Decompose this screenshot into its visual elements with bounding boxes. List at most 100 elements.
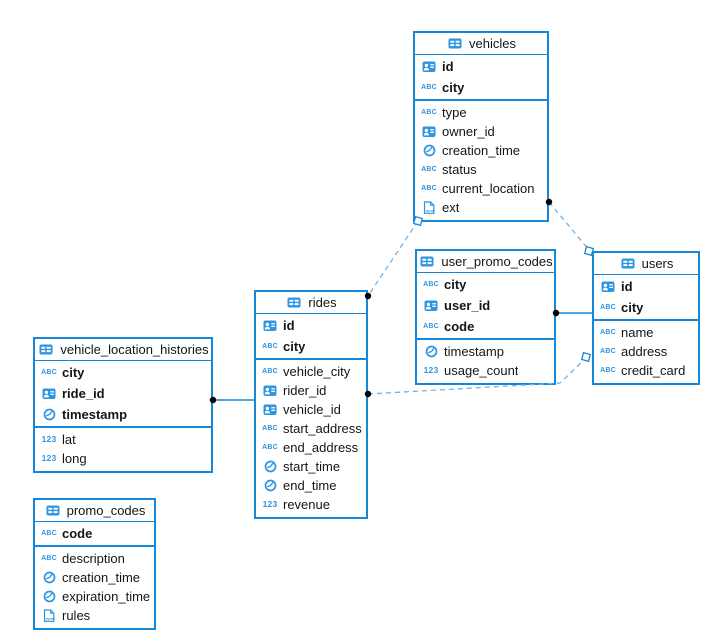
primary-key-section: ABC code [35,522,154,547]
primary-key-section: id ABC city [256,314,366,360]
column-name: code [62,526,93,541]
column-row[interactable]: ABC status [415,160,547,179]
table-header[interactable]: promo_codes [35,500,154,522]
column-name: creation_time [442,143,521,158]
column-row[interactable]: ABC city [35,362,211,383]
column-name: ext [442,200,460,215]
column-row[interactable]: ABC city [256,336,366,357]
table-title: user_promo_codes [441,254,553,269]
json-type-icon: JSON [40,609,58,623]
column-row[interactable]: ABC description [35,549,154,568]
column-row[interactable]: ABC city [415,77,547,98]
column-row[interactable]: ABC end_address [256,438,366,457]
column-row[interactable]: ride_id [35,383,211,404]
table-title: vehicle_location_histories [60,342,209,357]
column-row[interactable]: ABC code [35,523,154,544]
number-type-icon: 123 [423,365,439,376]
column-row[interactable]: end_time [256,476,366,495]
table-promo_codes[interactable]: promo_codes ABC code ABC description cre… [33,498,156,630]
text-type-icon: ABC [423,281,439,288]
column-name: city [283,339,306,354]
column-row[interactable]: id [415,56,547,77]
table-header[interactable]: users [594,253,698,275]
column-row[interactable]: user_id [417,295,554,316]
column-row[interactable]: 123 revenue [256,495,366,514]
column-row[interactable]: 123 lat [35,430,211,449]
number-type-icon: 123 [41,453,57,464]
text-type-icon: ABC [423,323,439,330]
id-type-icon [420,61,438,73]
table-icon [37,344,55,355]
column-row[interactable]: timestamp [417,342,554,361]
column-row[interactable]: ABC city [417,274,554,295]
table-vehicle_location_histories[interactable]: vehicle_location_histories ABC city ride… [33,337,213,473]
text-type-icon: ABC [600,329,616,336]
table-vehicles[interactable]: vehicles id ABC city ABC type owner_id c… [413,31,549,222]
table-title: promo_codes [66,503,146,518]
column-name: timestamp [62,407,128,422]
column-name: start_time [283,459,341,474]
column-row[interactable]: creation_time [415,141,547,160]
relation-vehicles-users [545,198,595,257]
time-type-icon [40,571,58,584]
table-header[interactable]: rides [256,292,366,314]
primary-key-section: id ABC city [415,55,547,101]
column-name: id [442,59,454,74]
table-user_promo_codes[interactable]: user_promo_codes ABC city user_id ABC co… [415,249,556,385]
table-rides[interactable]: rides id ABC city ABC vehicle_city rider… [254,290,368,519]
text-type-icon: ABC [262,425,278,432]
primary-key-section: id ABC city [594,275,698,321]
time-type-icon [40,408,58,421]
text-type-icon: ABC [421,185,437,192]
column-name: ride_id [62,386,105,401]
column-row[interactable]: ABC address [594,342,698,361]
column-name: city [621,300,644,315]
column-row[interactable]: creation_time [35,568,154,587]
column-row[interactable]: rider_id [256,381,366,400]
number-type-icon: 123 [262,499,278,510]
table-icon [44,505,62,516]
column-row[interactable]: ABC city [594,297,698,318]
column-name: name [621,325,654,340]
column-row[interactable]: owner_id [415,122,547,141]
column-name: code [444,319,475,334]
column-row[interactable]: timestamp [35,404,211,425]
id-type-icon [420,126,438,138]
column-name: revenue [283,497,330,512]
column-row[interactable]: ABC code [417,316,554,337]
column-row[interactable]: expiration_time [35,587,154,606]
column-row[interactable]: ABC type [415,103,547,122]
table-users[interactable]: users id ABC city ABC name ABC address A… [592,251,700,385]
column-row[interactable]: id [256,315,366,336]
table-icon [418,256,436,267]
column-name: address [621,344,668,359]
table-icon [446,38,464,49]
text-type-icon: ABC [421,84,437,91]
column-row[interactable]: ABC credit_card [594,361,698,380]
column-row[interactable]: JSON rules [35,606,154,625]
column-row[interactable]: JSON ext [415,198,547,217]
id-type-icon [261,404,279,416]
column-name: id [283,318,295,333]
column-name: credit_card [621,363,686,378]
table-header[interactable]: vehicles [415,33,547,55]
column-row[interactable]: vehicle_id [256,400,366,419]
column-row[interactable]: ABC current_location [415,179,547,198]
text-type-icon: ABC [600,348,616,355]
column-name: city [442,80,465,95]
column-row[interactable]: id [594,276,698,297]
column-row[interactable]: start_time [256,457,366,476]
column-row[interactable]: ABC vehicle_city [256,362,366,381]
column-name: owner_id [442,124,495,139]
column-row[interactable]: ABC start_address [256,419,366,438]
table-header[interactable]: user_promo_codes [417,251,554,273]
time-type-icon [40,590,58,603]
column-row[interactable]: ABC name [594,323,698,342]
column-row[interactable]: 123 usage_count [417,361,554,380]
table-header[interactable]: vehicle_location_histories [35,339,211,361]
column-row[interactable]: 123 long [35,449,211,468]
time-type-icon [420,144,438,157]
column-name: city [62,365,85,380]
text-type-icon: ABC [262,444,278,451]
